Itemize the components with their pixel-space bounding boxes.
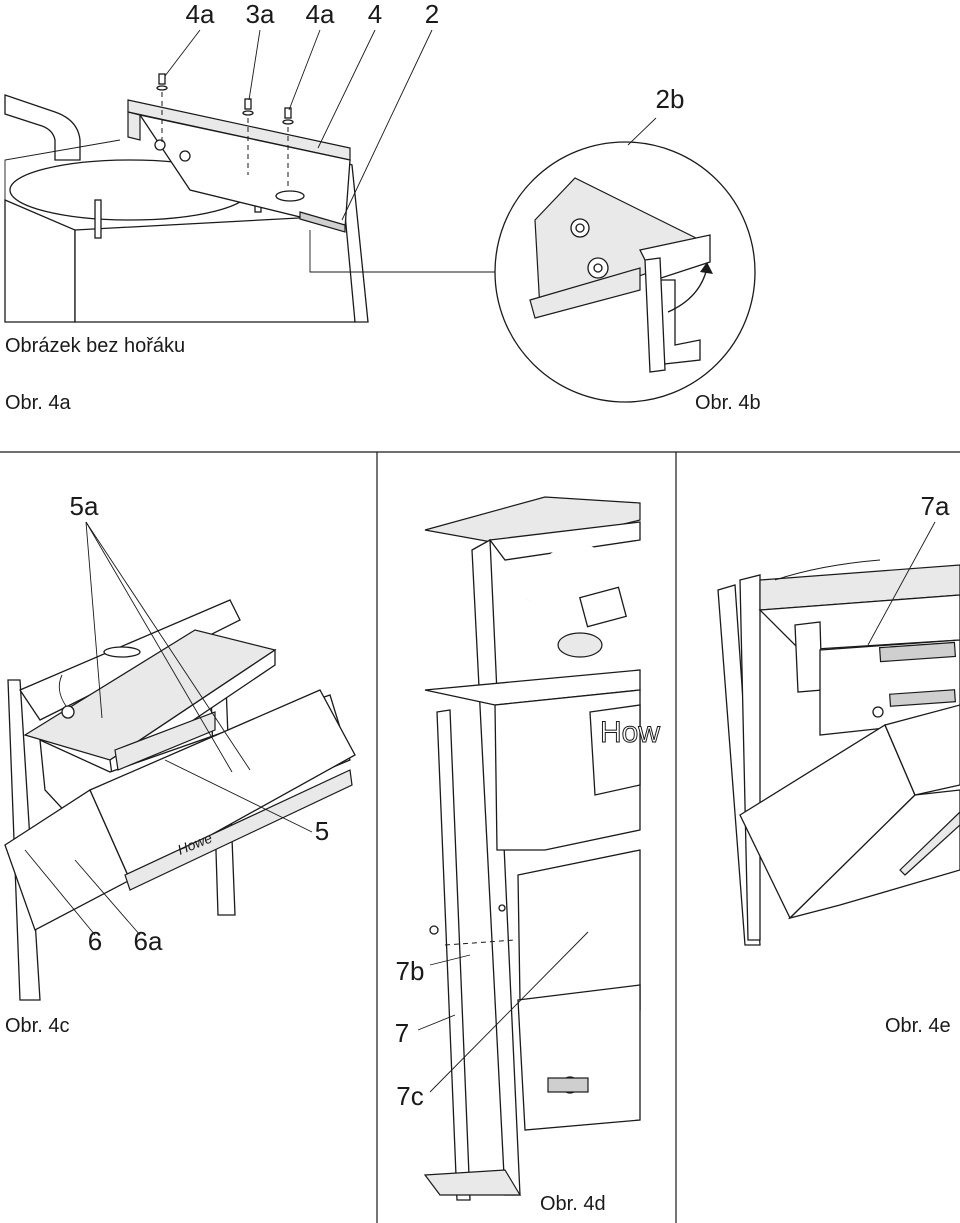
- figure-4c-caption: Obr. 4c: [5, 1015, 69, 1037]
- figure-4e-drawing: [717, 521, 960, 946]
- figure-4b-caption: Obr. 4b: [695, 392, 761, 414]
- callout-5: 5: [315, 816, 329, 846]
- callout-4a-right: 4a: [306, 0, 335, 29]
- callout-7a: 7a: [921, 491, 950, 521]
- figure-4e-caption: Obr. 4e: [885, 1015, 951, 1037]
- figure-4d-caption: Obr. 4d: [540, 1193, 606, 1215]
- callout-7: 7: [395, 1018, 409, 1048]
- figure-4d-drawing: [417, 496, 641, 1201]
- callout-5a: 5a: [70, 491, 99, 521]
- figure-4a-caption: Obr. 4a: [5, 392, 71, 414]
- callout-3a: 3a: [246, 0, 275, 29]
- brand-logo: How: [600, 716, 660, 749]
- figure-4a-note: Obrázek bez hořáku: [5, 335, 185, 357]
- callout-4a-left: 4a: [186, 0, 215, 29]
- figure-4a-drawing: [4, 29, 495, 323]
- callout-7b: 7b: [396, 956, 425, 986]
- figure-4b-detail: [494, 117, 756, 403]
- callout-6: 6: [88, 926, 102, 956]
- callout-6a: 6a: [134, 926, 163, 956]
- callout-4: 4: [368, 0, 382, 29]
- callout-7c: 7c: [396, 1081, 423, 1111]
- callout-2: 2: [425, 0, 439, 29]
- figure-4c-drawing: Howe: [4, 521, 356, 1001]
- callout-2b: 2b: [656, 84, 685, 114]
